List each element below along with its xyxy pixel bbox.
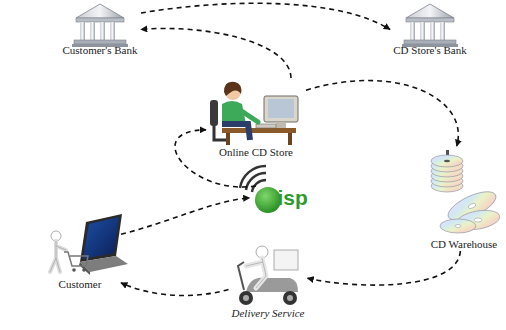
store-clerk-illustration (210, 82, 298, 145)
node-label: CD Warehouse (431, 238, 497, 251)
node-label: Online CD Store (219, 146, 293, 159)
diagram-node: isp (250, 186, 315, 210)
node-label: isp (278, 186, 308, 210)
bank-icon (72, 4, 128, 47)
diagram-node: Customer's Bank (59, 2, 141, 57)
dashed-flow-arrow (121, 198, 250, 234)
dashed-flow-arrow (141, 3, 390, 29)
diagram-node: Delivery Service (229, 244, 308, 320)
isp-icon (240, 166, 281, 213)
diagram-node: Customer (39, 210, 121, 291)
diagram-node: CD Store's Bank (390, 2, 470, 57)
diagram-node: Online CD Store (206, 78, 306, 159)
node-label: Delivery Service (232, 307, 305, 320)
node-label: Customer's Bank (62, 44, 137, 57)
dashed-flow-arrow (121, 283, 229, 296)
bank-icon (402, 4, 458, 47)
delivery-scooter-illustration (238, 246, 298, 305)
node-label: CD Store's Bank (393, 44, 466, 57)
dashed-flow-arrow (306, 81, 458, 146)
laptop-customer-illustration (50, 214, 128, 275)
dashed-flow-arrow (308, 251, 461, 285)
dashed-flow-arrow (175, 130, 256, 187)
cd-stack-illustration (431, 150, 501, 233)
node-label: Customer (59, 278, 102, 291)
dashed-flow-arrow (141, 28, 291, 78)
diagram-node: CD Warehouse (428, 146, 501, 251)
